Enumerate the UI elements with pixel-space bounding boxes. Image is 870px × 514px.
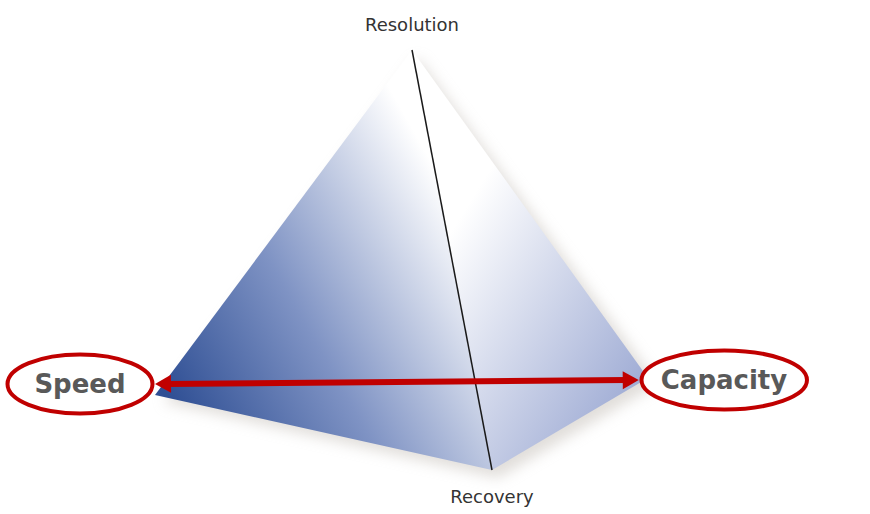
circled-term: Capacity [639,348,809,412]
term-text: Capacity [661,365,787,395]
vertex-label: Recovery [450,486,533,507]
vertex-label: Resolution [365,14,459,35]
arrow-shaft [167,380,627,384]
term-text: Speed [34,369,125,399]
pyramid-right-face [412,50,648,470]
pyramid-ridge [412,50,492,470]
ellipse-outline [8,355,153,414]
arrow-head [155,375,171,393]
arrow-head [623,371,639,389]
double-arrow [155,371,639,393]
ellipse-outline [641,351,806,410]
circled-term: Speed [5,352,155,416]
